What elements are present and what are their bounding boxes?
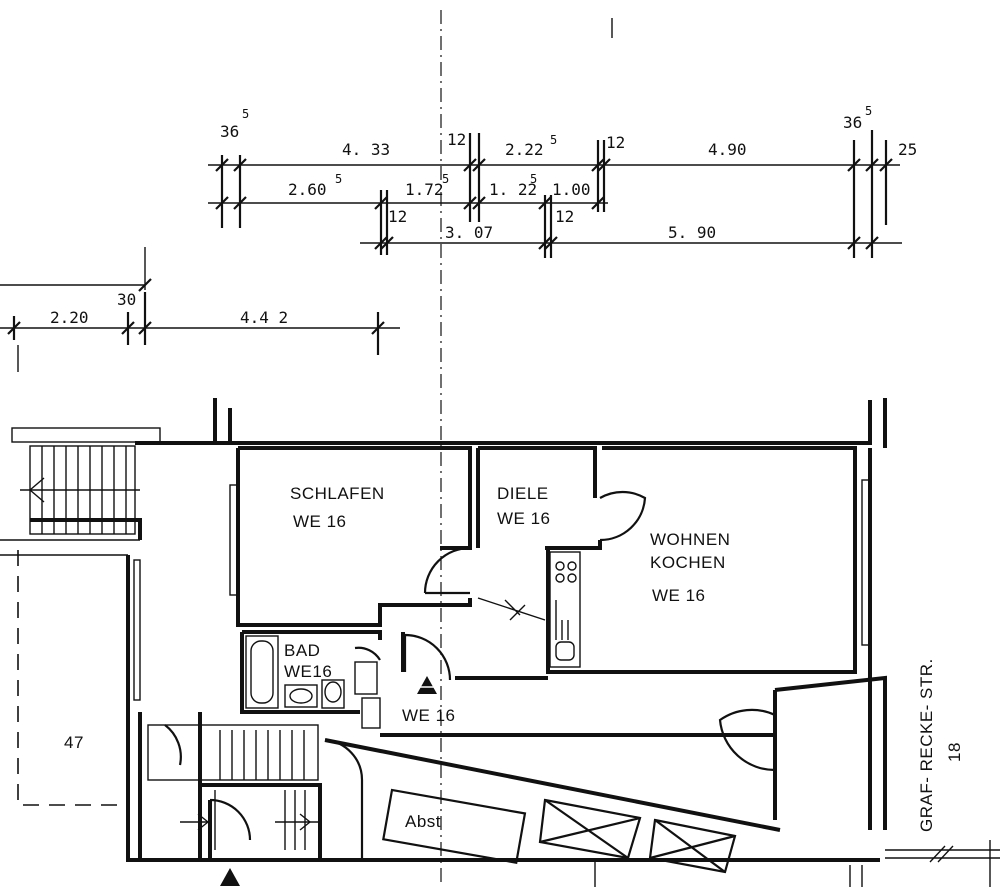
dim-label: 4. 33 [342,140,390,159]
door-swings [164,490,776,860]
shafts [382,788,737,874]
street-number: 18 [945,742,964,762]
dimension-labels: 36 5 4. 33 12 2.22 5 12 4.90 36 5 25 2.6… [50,104,917,327]
dimension-chain-left [0,278,400,355]
kitchen-counter [477,551,581,668]
dim-label: 5. 90 [668,223,716,242]
dim-label: 4.4 2 [240,308,288,327]
misc-bottom-right [594,840,1000,887]
dim-label: 1.72 [405,180,444,199]
street-label: GRAF- RECKE- STR. 18 [917,658,964,832]
room-labels: SCHLAFEN WE 16 DIELE WE 16 WOHNEN KOCHEN… [64,484,730,831]
street-name: GRAF- RECKE- STR. [917,658,936,832]
dim-label: 3. 07 [445,223,493,242]
neighbor-number: 47 [64,733,84,752]
dim-label-sup: 5 [335,172,342,186]
bathroom-fixtures [245,635,381,729]
room-bad-name: BAD [284,641,320,660]
room-bad-unit: WE16 [284,662,332,681]
dim-label-sup: 5 [865,104,872,118]
room-diele-unit: WE 16 [497,509,551,528]
dim-label: 36 [843,113,862,132]
dim-label: 1.00 [552,180,591,199]
dim-label-sup: 5 [242,107,249,121]
dim-label: 1. 22 [489,180,537,199]
stair-top-left [11,427,161,535]
dim-label-sup: 5 [530,172,537,186]
dim-label: 2.22 [505,140,544,159]
room-schlafen-unit: WE 16 [293,512,347,531]
dim-label: 12 [555,207,574,226]
dim-label: 12 [388,207,407,226]
room-diele-name: DIELE [497,484,549,503]
dim-label: 25 [898,140,917,159]
dim-label: 4.90 [708,140,747,159]
dimension-chain-top [208,130,902,258]
axis-lines [17,10,613,887]
abst-label: Abst [405,812,441,831]
room-wohnen-unit: WE 16 [652,586,706,605]
room-flur-unit: WE 16 [402,706,456,725]
dim-label: 12 [447,130,466,149]
dim-label: 30 [117,290,136,309]
stair-bottom [147,724,320,850]
dim-label-sup: 5 [550,133,557,147]
dim-label: 2.60 [288,180,327,199]
dim-label-sup: 5 [442,172,449,186]
dim-label: 36 [220,122,239,141]
dim-label: 2.20 [50,308,89,327]
windows [133,479,871,701]
dim-label: 12 [606,133,625,152]
building-walls [0,398,887,862]
room-schlafen-name: SCHLAFEN [290,484,385,503]
room-wohnen-name: WOHNEN [650,530,730,549]
marker-triangles [220,676,437,886]
room-kochen-name: KOCHEN [650,553,726,572]
